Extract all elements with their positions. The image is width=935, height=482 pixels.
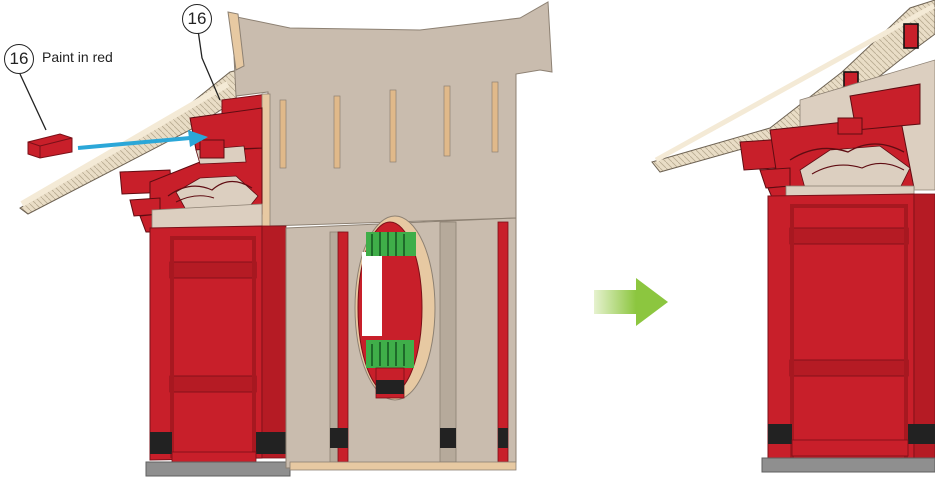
wall-batten	[492, 82, 498, 152]
right-assembly	[652, 0, 935, 472]
left-red-wall	[150, 226, 262, 460]
wall-batten	[444, 86, 450, 156]
wall-batten	[390, 90, 396, 162]
part-number-callout-left: 16	[4, 44, 34, 74]
wall-batten	[280, 100, 286, 168]
left-base	[146, 462, 290, 476]
progress-arrow	[594, 278, 668, 326]
loose-part-16	[20, 74, 72, 158]
part-number-callout-top: 16	[182, 4, 212, 34]
left-assembly	[20, 2, 552, 476]
wall-batten	[334, 96, 340, 168]
instruction-text: Paint in red	[42, 49, 113, 65]
leader-line-left	[20, 74, 46, 130]
moon-gate	[355, 216, 435, 400]
right-base	[762, 458, 935, 472]
